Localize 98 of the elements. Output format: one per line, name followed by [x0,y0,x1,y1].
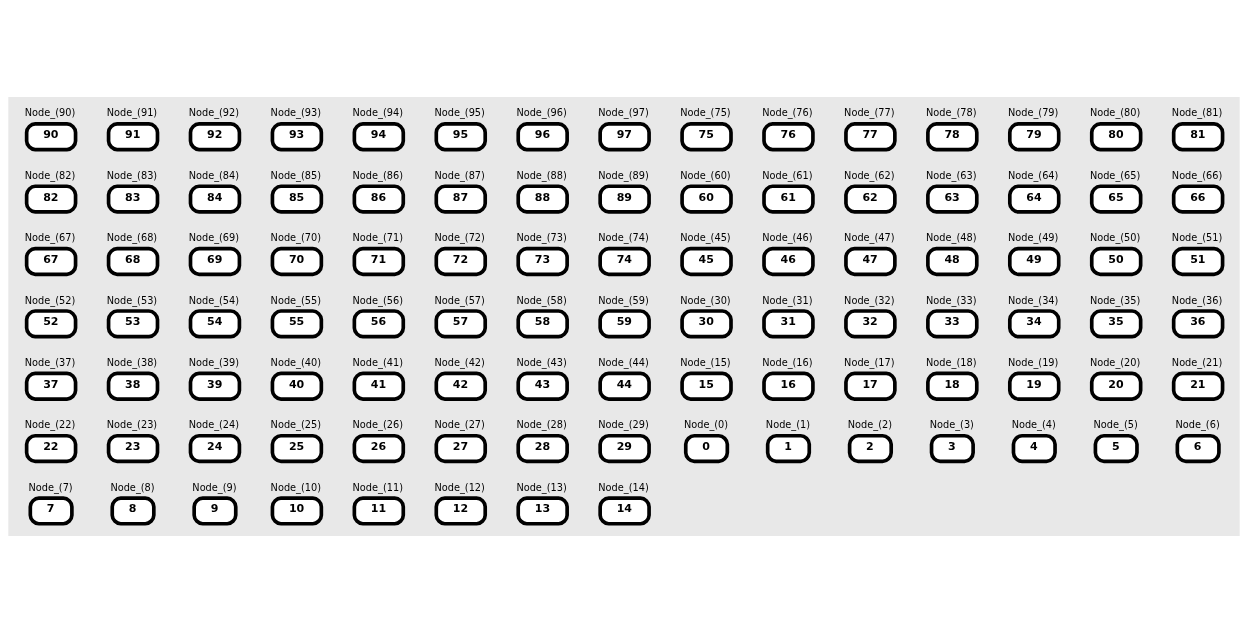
node-label: Node_(20) [1089,356,1141,368]
node-label: Node_(76) [762,106,813,118]
node-label: Node_(97) [598,106,649,118]
node-label: Node_(31) [762,294,813,306]
node-label: Node_(65) [1089,169,1141,181]
node-label: Node_(23) [106,418,158,430]
node-label: Node_(57) [434,294,485,306]
node-label: Node_(85) [270,169,322,181]
node-label: Node_(19) [1007,356,1059,368]
node-label: Node_(73) [516,231,567,243]
node-label: Node_(14) [598,481,649,493]
node-label: Node_(46) [762,231,813,243]
node-label: Node_(12) [434,481,485,493]
node-label: Node_(40) [270,356,322,368]
node-label: Node_(39) [188,356,240,368]
node-label: Node_(90) [24,106,76,118]
node-label: Node_(37) [24,356,76,368]
node-label: Node_(17) [844,356,895,368]
node-label: Node_(86) [352,169,403,181]
node-label: Node_(33) [926,294,977,306]
node-label: Node_(16) [762,356,813,368]
node-label: Node_(45) [680,231,731,243]
node-label: Node_(72) [434,231,485,243]
node-label: Node_(55) [270,294,322,306]
node-label: Node_(93) [270,106,322,118]
node-label: Node_(34) [1007,294,1059,306]
node-label: Node_(94) [352,106,403,118]
node-label: Node_(66) [1171,169,1223,181]
node-label: Node_(5) [1093,418,1138,430]
node-label: Node_(43) [516,356,567,368]
node-label: Node_(91) [106,106,158,118]
node-label: Node_(69) [188,231,240,243]
node-label: Node_(60) [680,169,731,181]
node-label: Node_(51) [1171,231,1223,243]
node-label: Node_(92) [188,106,240,118]
node-label: Node_(48) [926,231,977,243]
node-label: Node_(68) [106,231,158,243]
node-label: Node_(79) [1007,106,1059,118]
node-label: Node_(25) [270,418,322,430]
node-label: Node_(63) [926,169,977,181]
node-label: Node_(21) [1171,356,1223,368]
node-label: Node_(3) [929,418,974,430]
node-label: Node_(36) [1171,294,1223,306]
node-label: Node_(83) [106,169,158,181]
node-label: Node_(9) [192,481,237,493]
node-label: Node_(54) [188,294,240,306]
node-label: Node_(74) [598,231,649,243]
node-label: Node_(71) [352,231,403,243]
node-label: Node_(61) [762,169,813,181]
node-label: Node_(96) [516,106,567,118]
node-label: Node_(8) [110,481,155,493]
node-label: Node_(6) [1175,418,1220,430]
node-label: Node_(88) [516,169,567,181]
node-label: Node_(64) [1007,169,1059,181]
node-label: Node_(0) [683,418,729,430]
node-label: Node_(59) [598,294,649,306]
node-label: Node_(29) [598,418,649,430]
node-label: Node_(30) [680,294,731,306]
node-label: Node_(27) [434,418,485,430]
node-label: Node_(26) [352,418,403,430]
node-label: Node_(35) [1089,294,1141,306]
node-label: Node_(13) [516,481,567,493]
node-label: Node_(78) [926,106,977,118]
node-label: Node_(84) [188,169,240,181]
node-label: Node_(89) [598,169,649,181]
node-label: Node_(62) [844,169,895,181]
node-label: Node_(22) [24,418,76,430]
node-label: Node_(80) [1089,106,1141,118]
node-label: Node_(56) [352,294,403,306]
node-label: Node_(24) [188,418,240,430]
node-label: Node_(11) [352,481,403,493]
node-label: Node_(50) [1089,231,1141,243]
node-label: Node_(75) [680,106,731,118]
node-label: Node_(7) [28,481,73,493]
node-label: Node_(28) [516,418,567,430]
node-label: Node_(38) [106,356,158,368]
node-label: Node_(82) [24,169,76,181]
node-label: Node_(41) [352,356,403,368]
node-label: Node_(44) [598,356,649,368]
node-label: Node_(67) [24,231,76,243]
node-label: Node_(15) [680,356,731,368]
node-label: Node_(10) [270,481,322,493]
node-label: Node_(87) [434,169,485,181]
node-label: Node_(18) [926,356,977,368]
node-label: Node_(70) [270,231,322,243]
node-label: Node_(1) [765,418,811,430]
node-label: Node_(81) [1171,106,1223,118]
node-label: Node_(53) [106,294,158,306]
node-label: Node_(42) [434,356,485,368]
node-label: Node_(2) [847,418,892,430]
node-label: Node_(77) [844,106,895,118]
node-label: Node_(58) [516,294,567,306]
node-label: Node_(32) [844,294,895,306]
node-label: Node_(52) [24,294,76,306]
node-label: Node_(47) [844,231,895,243]
node-label: Node_(49) [1007,231,1059,243]
node-label: Node_(95) [434,106,485,118]
node-label: Node_(4) [1011,418,1056,430]
